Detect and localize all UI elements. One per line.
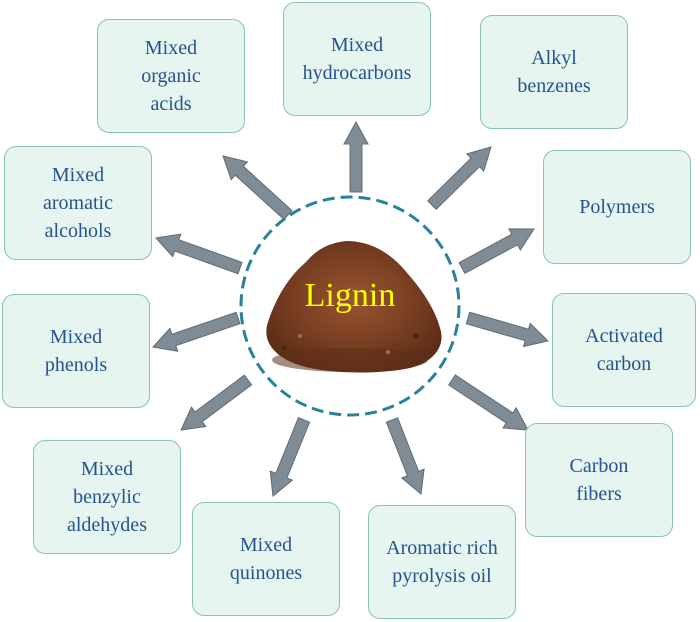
arrow-to-hydrocarbons — [343, 120, 369, 193]
arrow-to-carbon-fibers — [448, 374, 529, 431]
arrow-to-polymers — [458, 228, 535, 274]
product-box-pyrolysis-oil: Aromatic rich pyrolysis oil — [368, 505, 516, 619]
product-label: Mixed quinones — [229, 534, 303, 584]
arrow-to-quinones — [269, 417, 311, 497]
product-label: Mixed aromatic alcohols — [43, 164, 113, 242]
product-label: Polymers — [579, 196, 655, 218]
product-label: Mixed phenols — [44, 326, 108, 376]
product-label: Alkyl benzenes — [517, 47, 591, 97]
product-box-aromatic-alcohols: Mixed aromatic alcohols — [4, 146, 152, 260]
product-box-activated-carbon: Activated carbon — [552, 293, 696, 407]
product-box-alkyl-benzenes: Alkyl benzenes — [480, 15, 628, 129]
product-label: Aromatic rich pyrolysis oil — [386, 537, 498, 587]
product-box-polymers: Polymers — [543, 150, 691, 264]
lignin-powder-image — [266, 241, 442, 373]
product-box-phenols: Mixed phenols — [2, 294, 150, 408]
product-box-benzylic-aldehydes: Mixed benzylic aldehydes — [33, 440, 181, 554]
arrow-to-benzylic-aldehydes — [180, 374, 253, 431]
arrow-to-organic-acids — [222, 155, 293, 221]
arrow-to-activated-carbon — [465, 311, 550, 348]
product-label: Mixed benzylic aldehydes — [67, 458, 147, 536]
arrow-to-pyrolysis-oil — [385, 417, 425, 495]
product-box-organic-acids: Mixed organic acids — [97, 19, 245, 133]
arrow-to-alkyl-benzenes — [427, 146, 492, 211]
arrow-to-aromatic-alcohols — [155, 233, 243, 275]
product-label: Carbon fibers — [569, 455, 629, 505]
product-box-carbon-fibers: Carbon fibers — [525, 423, 673, 537]
product-box-hydrocarbons: Mixed hydrocarbons — [283, 2, 431, 116]
product-label: Mixed hydrocarbons — [302, 34, 412, 84]
arrows-group — [152, 120, 550, 497]
product-box-quinones: Mixed quinones — [192, 502, 340, 616]
lignin-label: Lignin — [304, 277, 396, 314]
arrow-to-phenols — [152, 311, 241, 352]
product-label: Mixed organic acids — [141, 37, 201, 115]
product-label: Activated carbon — [585, 325, 663, 375]
center-dashed-circle — [239, 195, 461, 417]
